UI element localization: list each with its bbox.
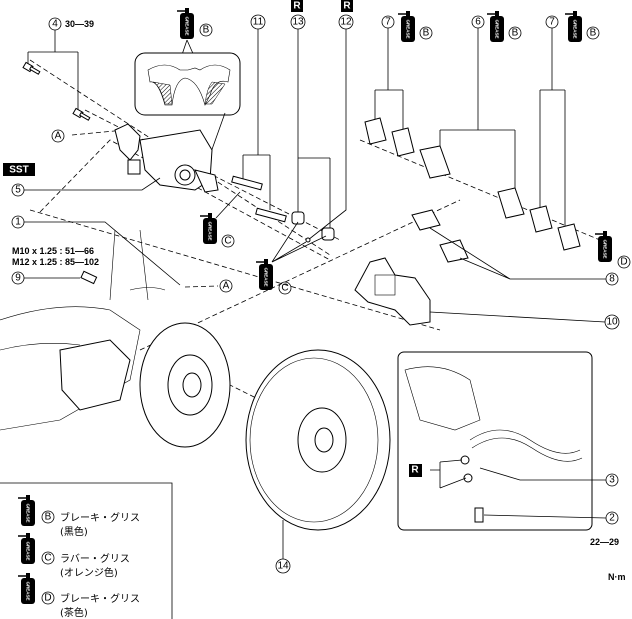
torque-bolt-4: 30—39 xyxy=(65,19,94,29)
callout-5: 5 xyxy=(11,177,161,197)
svg-text:R: R xyxy=(411,465,419,476)
callout-12: 12 xyxy=(305,14,354,243)
svg-text:(オレンジ色): (オレンジ色) xyxy=(60,566,118,579)
callout-3: 3 xyxy=(479,467,619,487)
caliper-detail-inset xyxy=(134,52,241,156)
svg-text:ブレーキ・グリス: ブレーキ・グリス xyxy=(60,592,140,605)
callout-10: 10 xyxy=(429,311,620,330)
torque-m10: M10 x 1.25 : 51—66 xyxy=(12,246,94,256)
grease-can-label: GREASE xyxy=(185,16,190,35)
grease-can-label: GREASE xyxy=(208,221,213,240)
svg-text:ブレーキ・グリス: ブレーキ・グリス xyxy=(60,511,140,524)
callout-4: 4 30—39 xyxy=(27,17,94,110)
brake-disc xyxy=(245,349,391,531)
r-badge-washers: R xyxy=(409,459,467,489)
svg-text:R: R xyxy=(343,1,351,12)
svg-text:(茶色): (茶色) xyxy=(60,606,88,619)
pad-clips xyxy=(411,209,469,263)
grease-can-label: GREASE xyxy=(603,239,608,258)
grease-can-label: GREASE xyxy=(406,19,411,38)
grease-can-label: GREASE xyxy=(573,19,578,38)
guide-pins xyxy=(231,175,287,223)
boots xyxy=(291,211,335,241)
grease-can-label: GREASE xyxy=(26,503,31,522)
grease-can-label: GREASE xyxy=(264,267,269,286)
svg-text:14: 14 xyxy=(277,561,289,572)
svg-text:9: 9 xyxy=(15,273,21,284)
legend-item-b: GREASE B ブレーキ・グリス (黒色) xyxy=(17,494,140,538)
svg-text:11: 11 xyxy=(253,17,264,28)
legend-item-d: GREASE D ブレーキ・グリス (茶色) xyxy=(17,572,140,619)
svg-text:13: 13 xyxy=(292,17,304,28)
svg-text:3: 3 xyxy=(609,475,615,486)
svg-text:D: D xyxy=(620,257,627,268)
callout-2: 2 xyxy=(483,511,619,525)
grease-can-label: GREASE xyxy=(26,581,31,600)
callout-7-left: GREASE B 7 xyxy=(374,10,433,135)
svg-text:R: R xyxy=(293,1,301,12)
svg-text:B: B xyxy=(203,25,210,36)
svg-text:C: C xyxy=(281,283,288,294)
callout-13: 13 xyxy=(290,14,331,228)
svg-text:D: D xyxy=(44,593,51,604)
svg-text:4: 4 xyxy=(52,19,58,30)
svg-text:B: B xyxy=(512,28,519,39)
legend-item-c: GREASE C ラバー・グリス (オレンジ色) xyxy=(17,532,130,579)
callout-8: 8 xyxy=(429,227,619,286)
callout-11: 11 xyxy=(242,14,271,210)
svg-text:2: 2 xyxy=(609,513,615,524)
reference-a-top: A xyxy=(51,129,65,143)
svg-text:B: B xyxy=(45,512,52,523)
svg-text:B: B xyxy=(590,28,597,39)
svg-text:C: C xyxy=(44,553,51,564)
r-badge-12: R xyxy=(341,0,353,12)
callout-9: 9 xyxy=(11,270,98,285)
svg-text:5: 5 xyxy=(15,185,21,196)
callout-14: 14 xyxy=(275,520,291,574)
grease-legend: GREASE B ブレーキ・グリス (黒色) GREASE C ラバー・グリス … xyxy=(0,482,173,619)
svg-text:12: 12 xyxy=(340,17,352,28)
svg-text:A: A xyxy=(55,131,62,142)
svg-text:ラバー・グリス: ラバー・グリス xyxy=(60,552,130,565)
reference-a-bottom: A xyxy=(219,279,233,293)
sst-badge: SST xyxy=(3,163,35,176)
svg-text:6: 6 xyxy=(475,17,481,28)
torque-unit: N·m xyxy=(608,572,626,582)
grease-can-label: GREASE xyxy=(495,19,500,38)
callout-7-right: GREASE B 7 xyxy=(539,10,600,230)
rubber-grease-c-2: GREASE C xyxy=(255,221,327,295)
caliper-bracket xyxy=(354,257,431,326)
callout-6: GREASE B 6 xyxy=(439,10,522,195)
brake-hose-inset xyxy=(397,351,593,531)
r-badge-13: R xyxy=(291,0,303,12)
svg-text:7: 7 xyxy=(549,17,555,28)
grease-can-label: GREASE xyxy=(26,541,31,560)
svg-text:8: 8 xyxy=(609,274,615,285)
torque-m12: M12 x 1.25 : 85—102 xyxy=(12,257,99,267)
caliper xyxy=(114,123,219,193)
svg-text:1: 1 xyxy=(15,217,21,228)
svg-text:C: C xyxy=(224,236,231,247)
caliper-bolt xyxy=(22,61,91,121)
svg-text:A: A xyxy=(223,281,230,292)
rubber-grease-c-1: GREASE C xyxy=(199,191,241,248)
svg-text:10: 10 xyxy=(606,317,618,328)
svg-text:(黒色): (黒色) xyxy=(60,525,88,538)
svg-text:B: B xyxy=(423,28,430,39)
callout-1: 1 xyxy=(11,215,181,286)
brake-grease-d: GREASE D xyxy=(594,230,631,269)
svg-text:SST: SST xyxy=(9,165,28,176)
brake-pads-and-shims xyxy=(364,117,581,251)
svg-text:7: 7 xyxy=(385,17,391,28)
knuckle-and-hub xyxy=(0,229,231,448)
torque-bolt-2: 22—29 xyxy=(590,537,619,547)
